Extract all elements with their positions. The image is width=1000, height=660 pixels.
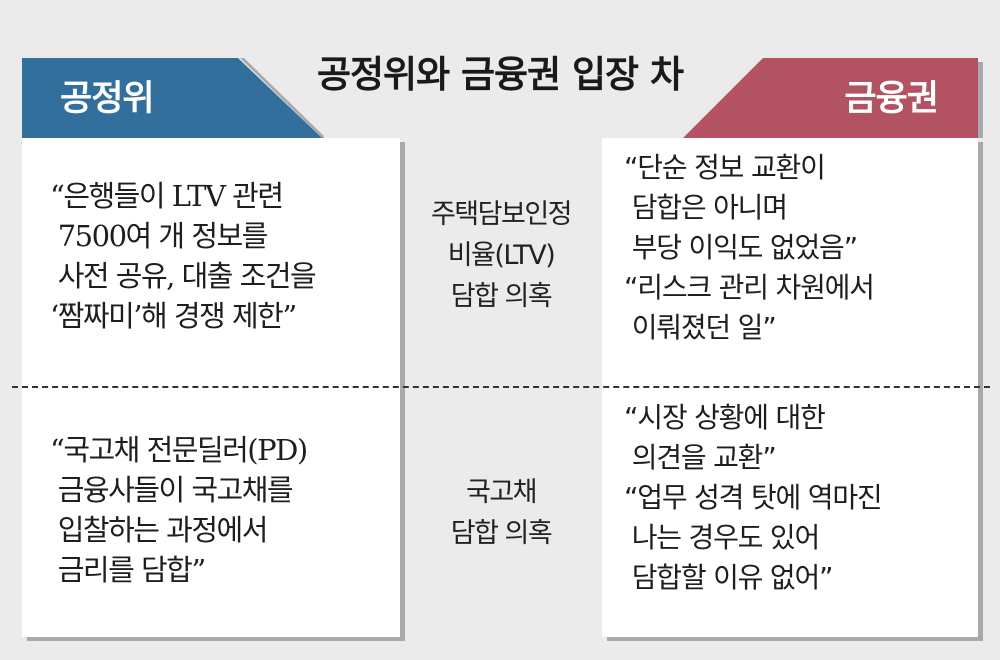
right-tab-shadow [978,62,983,138]
left-quote-ltv: “은행들이 LTV 관련 7500여 개 정보를 사전 공유, 대출 조건을 ‘… [50,179,317,333]
right-quote-bond: “시장 상황에 대한 의견을 교환” “업무 성격 탓에 역마진 나는 경우도 … [624,401,883,594]
right-quote-ltv: “단순 정보 교환이 담합은 아니며 부당 이익도 없었음” “리스크 관리 차… [624,151,875,344]
topic-ltv: 주택담보인정 비율(LTV) 담합 의혹 [430,199,573,312]
right-header-label: 금융권 [844,78,939,119]
left-quote-bond: “국고채 전문딜러(PD) 금융사들이 국고채를 입찰하는 과정에서 금리를 담… [50,433,308,587]
left-header-label: 공정위 [60,78,155,119]
page-title: 공정위와 금융권 입장 차 [316,53,684,96]
topic-bond: 국고채 담합 의혹 [450,477,553,549]
left-header-tab: 공정위 [22,58,322,138]
row-divider [12,386,990,388]
